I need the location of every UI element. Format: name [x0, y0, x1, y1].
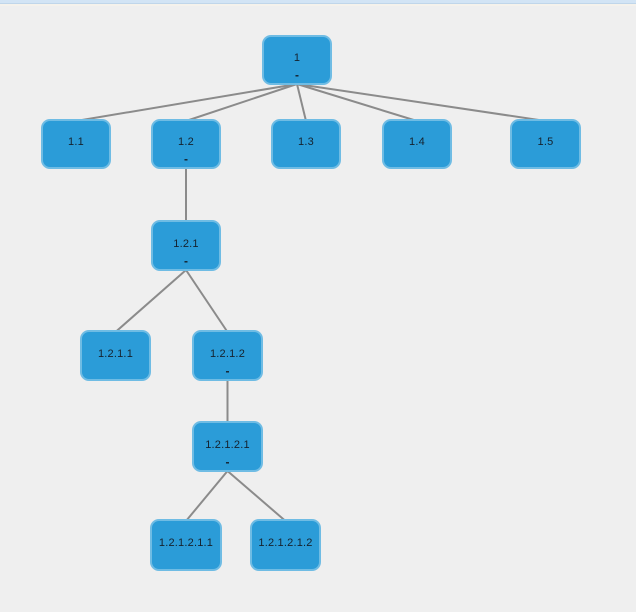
node-label: 1.5: [537, 136, 554, 148]
tree-node-1.2.1.2[interactable]: 1.2.1.2 -: [192, 330, 263, 381]
node-label: 1.2.1.2: [209, 347, 246, 360]
connector-1.2.1.2.1-to-1.2.1.2.1.1: [185, 470, 229, 522]
node-label: 1: [293, 52, 301, 64]
top-accent-bar: [0, 0, 636, 6]
node-label: 1.2.1.2.1: [205, 438, 250, 451]
collapse-toggle-icon[interactable]: -: [184, 152, 188, 166]
tree-node-1.2.1.2.1.1[interactable]: 1.2.1.2.1.1: [150, 519, 222, 571]
tree-node-1.2[interactable]: 1.2 -: [151, 119, 221, 169]
tree-node-1.1[interactable]: 1.1: [41, 119, 111, 169]
tree-node-1.5[interactable]: 1.5: [510, 119, 581, 169]
node-label: 1.4: [409, 136, 425, 148]
node-label: 1.2.1.2.1.2: [258, 537, 313, 549]
connector-1-to-1.2: [185, 83, 298, 122]
node-label: 1.2.1.2.1.1: [158, 537, 214, 549]
collapse-toggle-icon[interactable]: -: [295, 68, 299, 82]
collapse-toggle-icon[interactable]: -: [225, 455, 230, 469]
node-label: 1.1: [68, 136, 84, 148]
top-accent-blue-divider-line: [0, 3, 636, 4]
node-label: 1.2: [178, 136, 194, 148]
tree-node-1.2.1.2.1[interactable]: 1.2.1.2.1 -: [192, 421, 263, 472]
connector-1.2.1-to-1.2.1.1: [114, 269, 187, 333]
tree-node-1[interactable]: 1-: [262, 35, 332, 85]
tree-node-1.2.1.2.1.2[interactable]: 1.2.1.2.1.2: [250, 519, 321, 571]
node-label: 1.2.1: [173, 237, 199, 250]
tree-node-1.2.1[interactable]: 1.2.1 -: [151, 220, 221, 271]
top-accent-light-blue-strip: [0, 0, 636, 3]
connector-1-to-1.4: [296, 83, 418, 122]
connector-1.2.1.2.1-to-1.2.1.2.1.2: [226, 470, 287, 522]
tree-node-1.2.1.1[interactable]: 1.2.1.1: [80, 330, 151, 381]
node-label: 1.3: [298, 136, 314, 148]
collapse-toggle-icon[interactable]: -: [184, 254, 188, 268]
connector-1-to-1.1: [75, 83, 298, 122]
connector-1-to-1.5: [296, 83, 546, 122]
node-label: 1.2.1.1: [97, 347, 134, 360]
connector-1.2.1-to-1.2.1.2: [185, 269, 229, 333]
top-accent-cream-strip: [0, 4, 636, 6]
tree-node-1.4[interactable]: 1.4: [382, 119, 452, 169]
tree-node-1.3[interactable]: 1.3: [271, 119, 341, 169]
collapse-toggle-icon[interactable]: -: [225, 364, 230, 378]
connector-1-to-1.3: [296, 83, 307, 122]
